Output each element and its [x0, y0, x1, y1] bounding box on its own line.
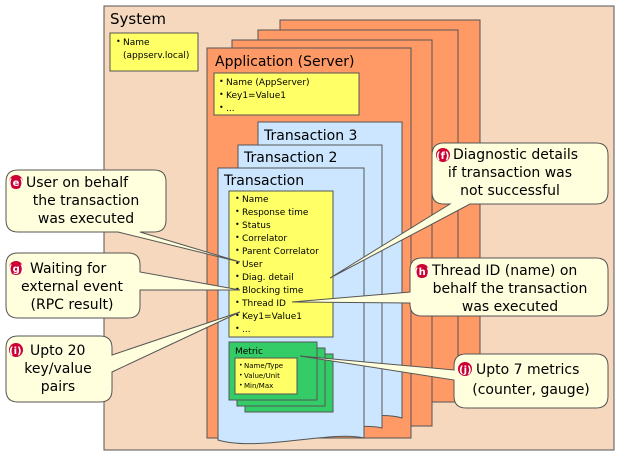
- transaction-prop-bullet: •: [235, 324, 240, 333]
- transaction-prop-parent-correlator: Parent Correlator: [242, 247, 319, 257]
- transaction-prop-name: Name: [242, 195, 269, 205]
- transaction-props: • Name • Response time • Status • Correl…: [235, 194, 319, 335]
- callout-i-letter: (i): [9, 346, 22, 357]
- callout-f-line-1: Diagnostic details: [453, 147, 578, 163]
- system-props-note: [109, 32, 199, 72]
- system-title: System: [110, 10, 166, 28]
- transaction-prop-bullet: •: [235, 246, 240, 255]
- system-prop-name: Name: [123, 38, 150, 48]
- callout-h-bubble: [291, 257, 609, 317]
- transaction-prop-bullet: •: [235, 298, 240, 307]
- callout-g-line-3: (RPC result): [31, 297, 114, 313]
- transaction-prop-bullet: •: [235, 272, 240, 281]
- transaction-prop-correlator: Correlator: [242, 234, 287, 244]
- callout-j-line-1: Upto 7 metrics: [476, 362, 579, 378]
- callout-g-badge: [9, 261, 23, 275]
- application-prop-bullet: •: [219, 90, 224, 99]
- transaction-3-title: Transaction 3: [263, 128, 357, 144]
- callout-h-line-2: behalf the transaction: [433, 281, 588, 297]
- callout-f-line-2: if transaction was: [448, 165, 572, 181]
- callout-g-letter: (g): [8, 264, 24, 275]
- callout-f-letter: (f): [436, 151, 450, 162]
- metric-prop-bullet: •: [239, 382, 243, 389]
- callout-i-line-3: pairs: [41, 379, 75, 395]
- callout-j-badge: [458, 362, 472, 376]
- metric-prop-bullet: •: [239, 362, 243, 369]
- metric-prop-name-type: Name/Type: [244, 362, 283, 370]
- application-props: • Name (AppServer) • Key1=Value1 • ...: [219, 77, 310, 114]
- metric-prop-bullet: •: [239, 372, 243, 379]
- transaction-title: Transaction: [223, 173, 304, 189]
- transaction-prop-thread-id: Thread ID: [241, 299, 286, 309]
- callout-e-badge: [9, 175, 23, 189]
- transaction-prop-bullet: •: [235, 220, 240, 229]
- transaction-prop-ellipsis: ...: [242, 325, 251, 335]
- application-prop-1: Key1=Value1: [226, 91, 286, 101]
- callout-g-line-1: Waiting for: [30, 261, 106, 277]
- callout-e-line-1: User on behalf: [26, 175, 129, 191]
- callout-j-letter: (j): [459, 365, 472, 376]
- callout-i-line-1: Upto 20: [30, 343, 85, 359]
- transaction-2-title: Transaction 2: [243, 150, 337, 166]
- metric-props-note: [234, 357, 298, 395]
- transaction-prop-bullet: •: [235, 194, 240, 203]
- callout-h-line-1: Thread ID (name) on: [431, 263, 577, 279]
- transaction-prop-key-value: Key1=Value1: [242, 312, 302, 322]
- callout-i-line-2: key/value: [24, 361, 91, 377]
- application-props-note: [213, 72, 360, 116]
- system-prop-value: (appserv.local): [123, 51, 189, 61]
- callout-i-badge: [9, 343, 23, 357]
- callout-h-badge: [415, 264, 429, 278]
- metric-prop-value-unit: Value/Unit: [244, 372, 280, 380]
- transaction-prop-user: User: [242, 260, 263, 270]
- callout-i-bubble: [5, 311, 241, 403]
- transaction-props-note: [228, 190, 334, 338]
- transaction-prop-bullet: •: [235, 233, 240, 242]
- callout-f-badge: [436, 148, 450, 162]
- callout-h-line-3: was executed: [462, 299, 558, 315]
- callout-e-bubble: [5, 169, 241, 263]
- application-title: Application (Server): [215, 54, 355, 70]
- transaction-prop-status: Status: [242, 221, 271, 231]
- transaction-prop-diag-detail: Diag. detail: [242, 273, 294, 283]
- transaction-prop-bullet: •: [235, 259, 240, 268]
- application-prop-bullet: •: [219, 103, 224, 112]
- transaction-prop-response-time: Response time: [242, 208, 309, 218]
- application-prop-bullet: •: [219, 77, 224, 86]
- application-prop-0: Name (AppServer): [226, 78, 310, 88]
- callout-f-bubble: [329, 142, 609, 279]
- system-prop-bullet: •: [116, 37, 121, 46]
- callout-e-letter: (e): [8, 178, 24, 189]
- callout-j-bubble: [299, 353, 609, 409]
- callout-f-line-3: not successful: [460, 183, 560, 199]
- callout-e-line-3: was executed: [38, 211, 134, 227]
- callout-h-letter: (h): [414, 267, 430, 278]
- callout-j-line-2: (counter, gauge): [472, 382, 590, 398]
- metric-prop-min-max: Min/Max: [244, 382, 273, 390]
- application-prop-2: ...: [226, 104, 235, 114]
- callout-g-bubble: [5, 252, 241, 319]
- callout-e-line-2: the transaction: [33, 193, 140, 209]
- callout-g-line-2: external event: [21, 279, 123, 295]
- transaction-prop-bullet: •: [235, 311, 240, 320]
- metric-props: • Name/Type • Value/Unit • Min/Max: [239, 362, 283, 390]
- metric-title: Metric: [235, 347, 263, 357]
- transaction-prop-bullet: •: [235, 207, 240, 216]
- transaction-prop-blocking-time: Blocking time: [242, 286, 304, 296]
